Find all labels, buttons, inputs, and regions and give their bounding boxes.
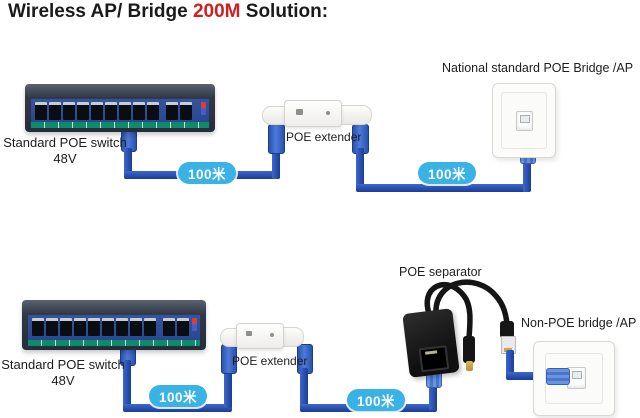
rj45-jack [516,111,533,131]
separator-label: POE separator [399,265,482,279]
cable-segment [300,368,308,412]
cable-segment [224,368,232,408]
extender-body [236,323,284,349]
rj45-port [91,102,103,120]
cable-segment [523,156,531,192]
rj45-port [63,102,75,120]
cable-segment [356,148,364,192]
rj45-port [49,102,61,120]
title-suffix: Solution: [240,1,329,22]
switch-led-indicators [192,318,197,331]
bridge-top-label: National standard POE Bridge /AP [442,61,634,75]
switch-label-strip [28,340,200,346]
rj45-port [147,102,159,120]
switch-bottom-label-line1: Standard POE switch [1,357,125,372]
title-prefix: Wireless AP/ Bridge [8,1,193,22]
rj45-port [74,318,86,336]
page-title: Wireless AP/ Bridge 200M Solution: [8,1,328,23]
extender-dot [270,333,274,337]
extender-top-label: POE extender [286,130,362,144]
poe-extender-top [262,100,372,130]
rj45-port [130,318,142,336]
switch-bottom-label: Standard POE switch 48V [0,357,126,388]
rj45-port [116,318,128,336]
rj45-port [180,102,192,120]
cable-segment [506,350,514,378]
cable-segment [123,404,232,412]
bridge-bottom-label: Non-POE bridge /AP [521,316,637,330]
extender-port-mark [246,331,252,336]
title-highlight: 200M [192,1,241,22]
cable-segment [429,382,437,410]
rj45-port [60,318,72,336]
rj45-plug [546,368,570,385]
rj45-port [144,318,156,336]
switch-top-label-line2: 48V [53,150,77,166]
separator-cables-icon [424,279,510,341]
switch-label-strip [31,122,209,128]
cable-segment [124,148,132,179]
cable-length-badge: 100米 [178,162,236,184]
switch-bottom-label-line2: 48V [51,372,75,388]
cable-segment [356,184,531,192]
dc-plug-tip [466,361,473,371]
rj45-port [77,102,89,120]
rj45-port [119,102,131,120]
cable-segment [506,372,553,380]
cable-length-badge: 100米 [149,385,207,407]
switch-front-panel [28,315,200,341]
rj45-port [32,318,44,336]
switch-port-group-uplink [163,318,189,336]
switch-port-group-main [32,318,156,336]
rj45-port [133,102,145,120]
poe-extender-bottom [220,322,304,352]
poe-separator-body [402,308,460,378]
switch-front-panel [31,99,209,123]
switch-led-indicators [201,102,206,115]
poe-bridge-wall-plate [492,83,556,158]
switch-port-group-main [35,102,159,120]
dc-power-plug [463,336,475,363]
extender-port-mark [296,109,303,115]
rj45-port [166,102,178,120]
switch-top-label: Standard POE switch 48V [0,135,130,166]
cable-segment [272,150,280,179]
rj45-port [35,102,47,120]
extender-dot [326,111,330,115]
switch-top-label-line1: Standard POE switch [3,135,127,150]
cable-segment [123,360,131,410]
cable-length-badge: 100米 [347,389,405,411]
rj45-port [88,318,100,336]
extender-bottom-label: POE extender [232,354,308,368]
poe-switch-top [25,84,215,132]
rj45-port [177,318,189,336]
switch-port-group-uplink [166,102,192,120]
poe-switch-bottom [22,300,206,350]
rj45-port [105,102,117,120]
rj45-port [46,318,58,336]
cable-length-badge: 100米 [418,162,476,184]
extender-body [284,100,342,127]
separator-rj45-connector [500,321,514,338]
rj45-port [102,318,114,336]
separator-rj45-jack [418,345,450,373]
rj45-port [163,318,175,336]
